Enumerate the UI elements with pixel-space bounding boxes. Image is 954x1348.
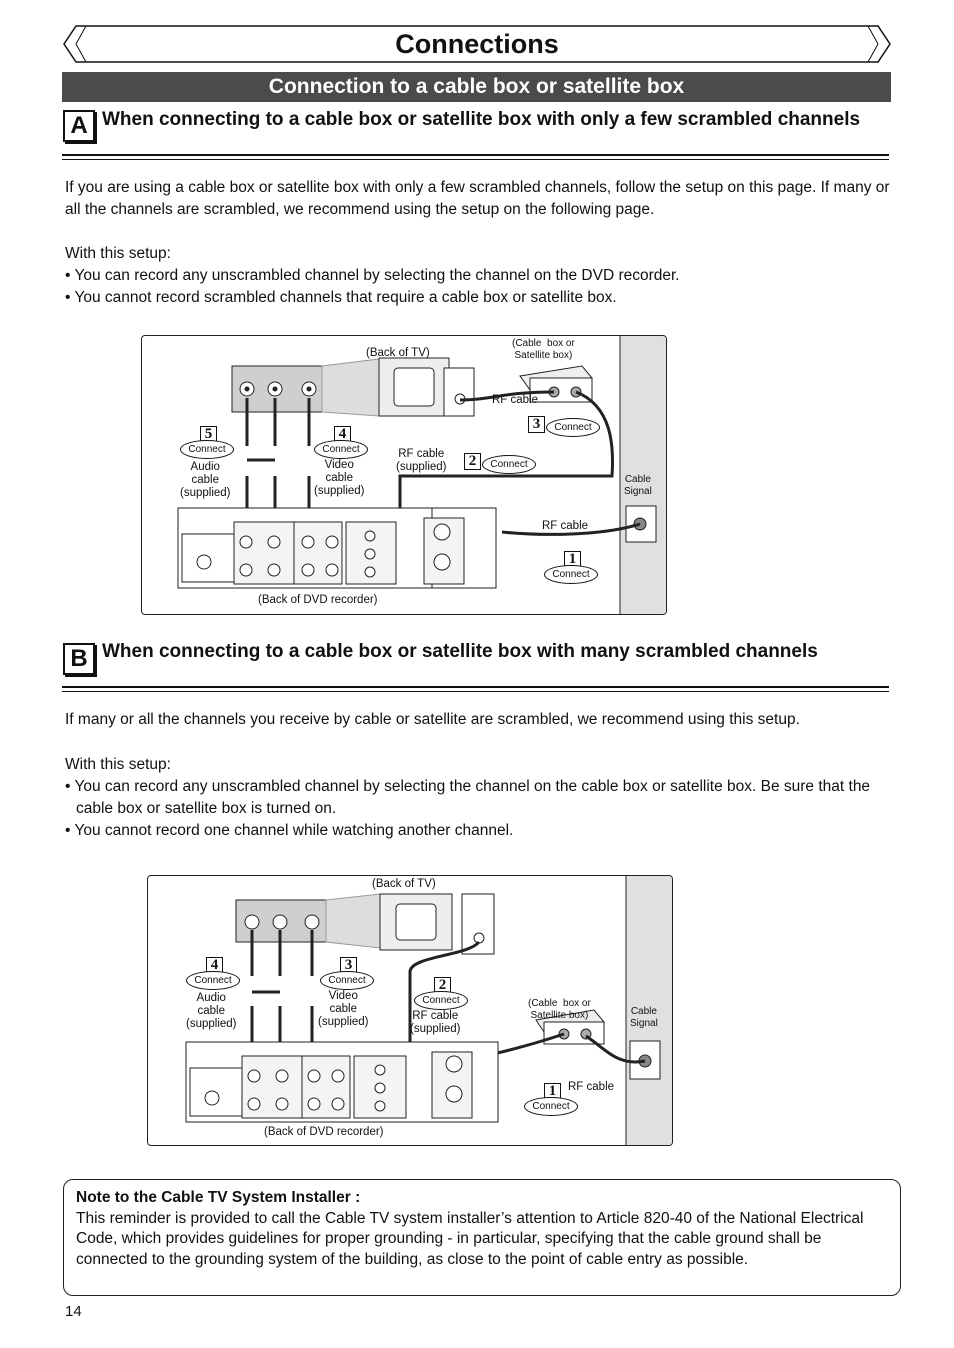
- label-rf-cable: RF cable: [542, 520, 589, 532]
- bullet-b-1: • You can record any unscrambled channel…: [65, 778, 871, 817]
- installer-note: Note to the Cable TV System Installer : …: [63, 1179, 901, 1296]
- with-setup-a: With this setup:: [65, 245, 171, 262]
- label-audio-cable: Audio cable (supplied): [180, 461, 231, 499]
- divider: [62, 686, 889, 688]
- label-back-of-dvd: (Back of DVD recorder): [258, 594, 378, 606]
- bullet-a-2: • You cannot record scrambled channels t…: [65, 289, 617, 306]
- label-video-cable: Video cable (supplied): [314, 459, 365, 497]
- label-cable-signal: Cable Signal: [624, 474, 652, 497]
- with-setup-b: With this setup:: [65, 756, 171, 773]
- divider: [62, 159, 889, 160]
- subheading-a: When connecting to a cable box or satell…: [102, 109, 861, 130]
- divider: [62, 154, 889, 156]
- intro-b: If many or all the channels you receive …: [65, 709, 891, 842]
- bullet-b-2: • You cannot record one channel while wa…: [65, 822, 514, 839]
- diagram-b-illustration: [185, 876, 672, 1145]
- page-number: 14: [65, 1303, 82, 1320]
- step-number: 3: [528, 416, 545, 433]
- connect-label: Connect: [180, 440, 234, 459]
- bullet-a-1: • You can record any unscrambled channel…: [65, 267, 680, 284]
- label-back-of-tv: (Back of TV): [366, 347, 430, 359]
- label-cable-box: (Cable box or Satellite box): [512, 338, 575, 361]
- connect-label: Connect: [186, 971, 240, 990]
- label-rf-cable-supplied: RF cable (supplied): [396, 448, 447, 473]
- note-body: This reminder is provided to call the Ca…: [76, 1209, 864, 1268]
- subheading-b: When connecting to a cable box or satell…: [102, 641, 818, 662]
- connect-label: Connect: [320, 971, 374, 990]
- label-rf-cable: RF cable: [492, 394, 539, 406]
- step-number: 2: [464, 453, 481, 470]
- step-number: 1: [564, 551, 581, 568]
- page-title-banner: Connections: [62, 24, 892, 64]
- label-video-cable: Video cable (supplied): [318, 990, 369, 1028]
- connect-label: Connect: [546, 418, 600, 437]
- note-title: Note to the Cable TV System Installer :: [76, 1189, 361, 1206]
- label-back-of-tv: (Back of TV): [372, 878, 436, 890]
- connect-label: Connect: [314, 440, 368, 459]
- connection-diagram-a: (Back of TV) (Cable box or Satellite box…: [141, 335, 667, 615]
- section-letter-a: A: [63, 110, 95, 142]
- label-back-of-dvd: (Back of DVD recorder): [264, 1126, 384, 1138]
- connect-label: Connect: [482, 455, 536, 474]
- diagram-a-illustration: [177, 336, 666, 614]
- intro-a: If you are using a cable box or satellit…: [65, 177, 891, 309]
- label-rf-cable: RF cable: [568, 1081, 615, 1093]
- connect-label: Connect: [414, 991, 468, 1010]
- page-title: Connections: [395, 29, 559, 59]
- banner-frame: [63, 25, 891, 63]
- label-cable-box: (Cable box or Satellite box): [528, 998, 591, 1021]
- connect-label: Connect: [544, 565, 598, 584]
- intro-a-text: If you are using a cable box or satellit…: [65, 179, 890, 218]
- label-rf-cable-supplied: RF cable (supplied): [410, 1010, 461, 1035]
- connect-label: Connect: [524, 1097, 578, 1116]
- label-audio-cable: Audio cable (supplied): [186, 992, 237, 1030]
- section-title: Connection to a cable box or satellite b…: [62, 72, 891, 102]
- label-cable-signal: Cable Signal: [630, 1006, 658, 1029]
- intro-b-text: If many or all the channels you receive …: [65, 711, 800, 728]
- divider: [62, 691, 889, 692]
- connection-diagram-b: (Back of TV) RF cable (supplied) (Cable …: [147, 875, 673, 1146]
- section-letter-b: B: [63, 643, 95, 675]
